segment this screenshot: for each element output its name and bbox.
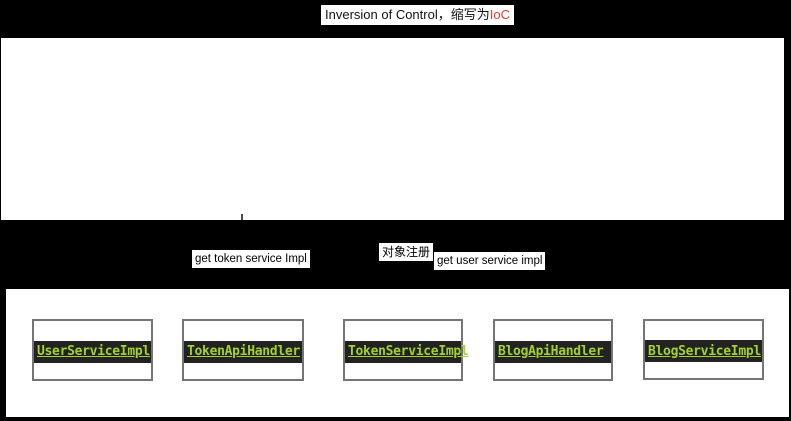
edge-label-get-user-service-impl: get user service impl bbox=[434, 252, 546, 270]
class-label: TokenServiceImpl bbox=[348, 344, 469, 359]
class-label-strip: BlogServiceImpl bbox=[645, 340, 762, 362]
class-box-token-service-impl: TokenServiceImpl bbox=[343, 319, 469, 381]
class-box-token-api-handler: TokenApiHandler bbox=[182, 319, 304, 381]
class-box-user-service-impl: UserServiceImpl bbox=[32, 319, 153, 381]
edge-label-get-token-service-impl: get token service Impl bbox=[192, 250, 310, 268]
diagram-canvas bbox=[1, 38, 784, 220]
class-label: UserServiceImpl bbox=[37, 344, 150, 359]
class-label: TokenApiHandler bbox=[187, 344, 300, 359]
class-label: BlogServiceImpl bbox=[648, 343, 761, 359]
class-label-strip: UserServiceImpl bbox=[34, 340, 151, 363]
class-label: BlogApiHandler bbox=[498, 344, 604, 359]
diagram-title: Inversion of Control，缩写为IoC bbox=[321, 5, 514, 25]
class-label-strip: BlogApiHandler bbox=[495, 340, 611, 363]
connector-tick-token bbox=[241, 214, 243, 220]
diagram-title-text: Inversion of Control，缩写为 bbox=[325, 7, 490, 22]
edge-label-object-registration: 对象注册 bbox=[379, 243, 434, 261]
class-label-strip: TokenApiHandler bbox=[184, 340, 302, 363]
class-box-blog-service-impl: BlogServiceImpl bbox=[643, 319, 764, 380]
class-label-strip: TokenServiceImpl bbox=[345, 340, 469, 363]
class-box-blog-api-handler: BlogApiHandler bbox=[493, 319, 613, 381]
diagram-title-highlight: IoC bbox=[489, 7, 510, 22]
